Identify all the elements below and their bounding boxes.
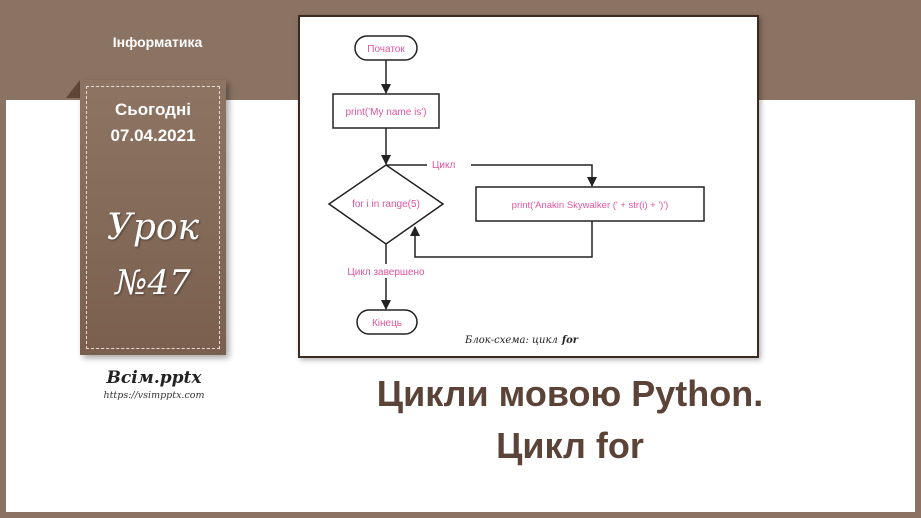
title-line-2: Цикл for: [496, 425, 644, 466]
lesson-label: Урок: [106, 207, 200, 248]
right-border: [915, 100, 921, 518]
condition-text: for i in range(5): [352, 199, 420, 210]
lesson-number: №47: [115, 263, 191, 303]
slide-title: Цикли мовою Python. Цикл for: [330, 368, 810, 472]
brand-logo: Всім.pptx https://vsimpptx.com: [90, 368, 218, 401]
title-line-1: Цикли мовою Python.: [376, 373, 764, 414]
print-name-text: print('My name is'): [345, 107, 426, 118]
tag-fold: [66, 80, 80, 98]
arrow-loop-return: [410, 221, 593, 258]
start-text: Початок: [367, 44, 405, 55]
loop-label-bg: [427, 158, 471, 172]
bottom-border: [0, 512, 921, 518]
loop-body-box: [475, 186, 705, 222]
caption-text: Блок-схема: цикл: [464, 335, 558, 346]
end-text: Кінець: [372, 318, 402, 329]
arrow-to-loop-body: [386, 164, 597, 187]
end-terminator: [356, 309, 418, 335]
tag-dashed-border: [86, 86, 220, 349]
flowchart-image: Початок print('My name is') for i in ran…: [298, 15, 759, 358]
today-label: Сьогодні: [115, 100, 191, 119]
lesson-date: 07.04.2021: [110, 126, 196, 145]
loop-label: Цикл: [432, 160, 455, 171]
flowchart-svg: Початок print('My name is') for i in ran…: [327, 35, 705, 346]
lesson-tag: Сьогодні 07.04.2021 Урок №47: [80, 80, 226, 355]
caption-bold: for: [561, 335, 579, 346]
left-border: [0, 100, 6, 518]
loop-body-text: print('Anakin Skywalker (' + str(i) + ')…: [512, 200, 669, 211]
subject-title: Інформатика: [112, 34, 203, 50]
done-label-bg: [340, 264, 432, 278]
done-label: Цикл завершено: [347, 267, 425, 278]
brand-url: https://vsimpptx.com: [103, 390, 205, 401]
brand-name: Всім.pptx: [106, 368, 202, 388]
